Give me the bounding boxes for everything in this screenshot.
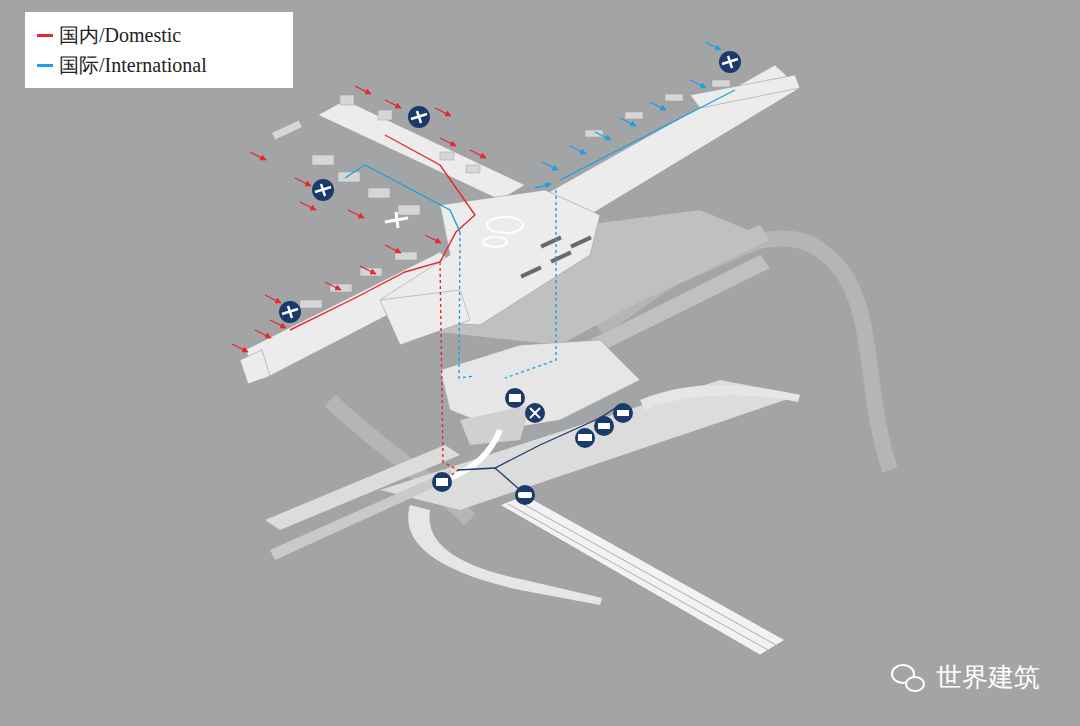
landside-link <box>495 468 520 490</box>
legend-entry: 国内/Domestic <box>37 20 293 50</box>
service-icon <box>432 388 633 505</box>
legend-text: 国际/International <box>59 52 207 79</box>
boarding-bridge <box>272 80 730 308</box>
terminal-building <box>240 65 800 384</box>
wechat-icon <box>892 665 924 691</box>
gate-arrow <box>535 42 721 188</box>
ramp-road <box>640 385 800 410</box>
legend-text: 国内/Domestic <box>59 22 181 49</box>
legend-swatch <box>37 64 53 67</box>
legend-swatch <box>37 34 53 37</box>
legend-entry: 国际/International <box>37 50 293 80</box>
rail-track <box>500 495 785 655</box>
international-route <box>345 90 735 378</box>
plane-symbol <box>385 212 408 228</box>
watermark: 世界建筑 <box>936 660 1040 695</box>
landside-building <box>440 340 640 478</box>
forecourt <box>265 380 800 560</box>
domestic-route <box>290 135 475 478</box>
interior-detail <box>483 217 523 247</box>
gate-arrow <box>232 86 486 352</box>
plane-icon <box>279 51 741 323</box>
ramp-road <box>408 505 602 605</box>
legend: 国内/Domestic 国际/International <box>25 12 293 88</box>
